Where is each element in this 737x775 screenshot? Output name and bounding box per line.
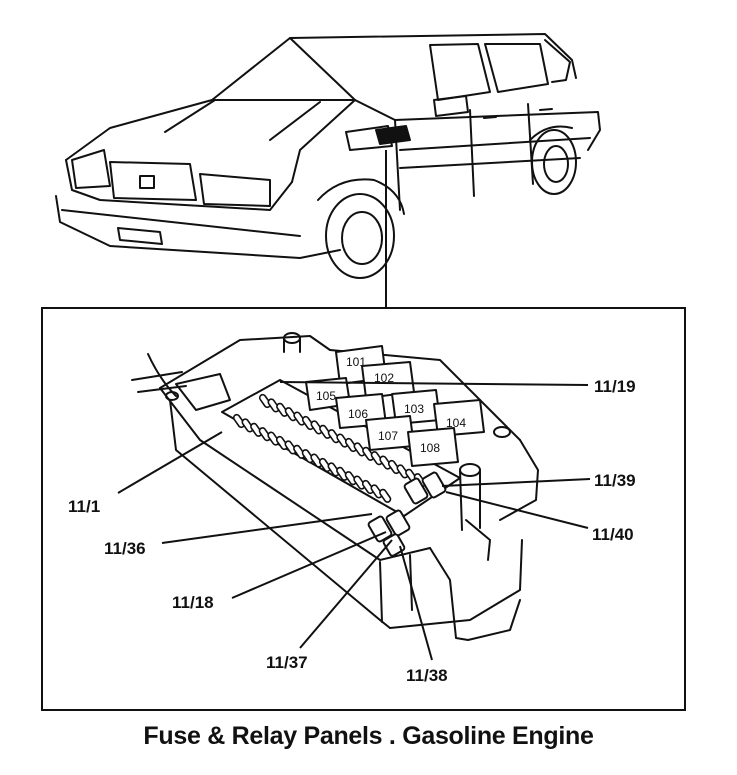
car-illustration	[55, 33, 601, 279]
fuse	[319, 424, 332, 439]
fuse	[361, 479, 375, 495]
fuse	[284, 407, 297, 422]
relay-104-body	[433, 399, 485, 437]
relay-label-101: 101	[346, 355, 366, 369]
callout-fuses	[367, 471, 447, 557]
fuse	[318, 457, 332, 473]
fuse	[241, 418, 254, 433]
fuse	[370, 451, 383, 466]
label-11-36: 11/36	[104, 539, 146, 558]
fuse	[258, 393, 272, 409]
relay-label-103: 103	[404, 402, 424, 416]
fuse	[275, 435, 289, 451]
fuse	[396, 464, 409, 479]
relay-numbers: 101 102 103 104 105 106 107 108	[316, 355, 466, 455]
label-11-39: 11/39	[594, 471, 636, 490]
fuse-box-illustration	[131, 332, 539, 641]
fuse	[379, 488, 392, 503]
fuse	[301, 415, 315, 431]
label-11-37: 11/37	[266, 653, 308, 672]
figure-caption: Fuse & Relay Panels . Gasoline Engine	[143, 722, 594, 750]
relay-label-108: 108	[420, 441, 440, 455]
fuse	[344, 471, 357, 486]
fuse	[387, 459, 401, 475]
fuse	[258, 427, 271, 442]
label-11-19: 11/19	[594, 377, 636, 396]
fuse	[293, 444, 306, 459]
detail-frame	[41, 307, 686, 711]
fuse-callouts: 11/19 11/39 11/40 11/1 11/36 11/18 11/37…	[68, 377, 636, 685]
fuse	[301, 449, 314, 464]
fuse	[276, 402, 289, 417]
fuse	[250, 422, 263, 437]
fuse	[310, 453, 323, 468]
label-11-38: 11/38	[406, 666, 448, 685]
fuse	[267, 398, 280, 413]
fuse	[293, 411, 306, 426]
fuse	[232, 413, 246, 429]
relay-label-102: 102	[374, 371, 394, 385]
fuse	[362, 446, 375, 461]
label-11-40: 11/40	[592, 525, 634, 544]
fuse	[344, 437, 358, 453]
fuse	[327, 462, 340, 477]
fuse	[353, 475, 366, 490]
fuse	[267, 431, 280, 446]
relay-blocks	[305, 345, 485, 467]
fuse	[327, 429, 340, 444]
label-11-1: 11/1	[68, 497, 100, 516]
fuse	[310, 420, 323, 435]
fuse	[284, 440, 297, 455]
fuse	[370, 484, 383, 499]
relay-label-106: 106	[348, 407, 368, 421]
relay-108-body	[407, 427, 459, 467]
fuse	[379, 455, 392, 470]
relay-label-105: 105	[316, 389, 336, 403]
relay-label-107: 107	[378, 429, 398, 443]
fuse	[336, 466, 349, 481]
label-11-18: 11/18	[172, 593, 214, 612]
leader-lines	[117, 381, 591, 661]
fuse	[353, 442, 366, 457]
fuse	[336, 433, 349, 448]
relay-label-104: 104	[446, 416, 466, 430]
